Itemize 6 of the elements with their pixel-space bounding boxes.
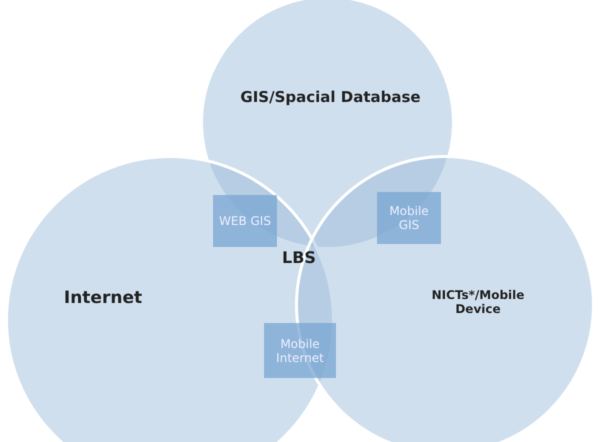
overlap-label: Mobile GIS: [377, 192, 441, 244]
overlap-label: WEB GIS: [213, 195, 277, 247]
circle-label: NICTs*/Mobile Device: [430, 288, 526, 316]
circle-label: GIS/Spacial Database: [239, 88, 422, 106]
overlap-label: LBS: [282, 248, 316, 267]
circle-label: Internet: [62, 288, 144, 308]
